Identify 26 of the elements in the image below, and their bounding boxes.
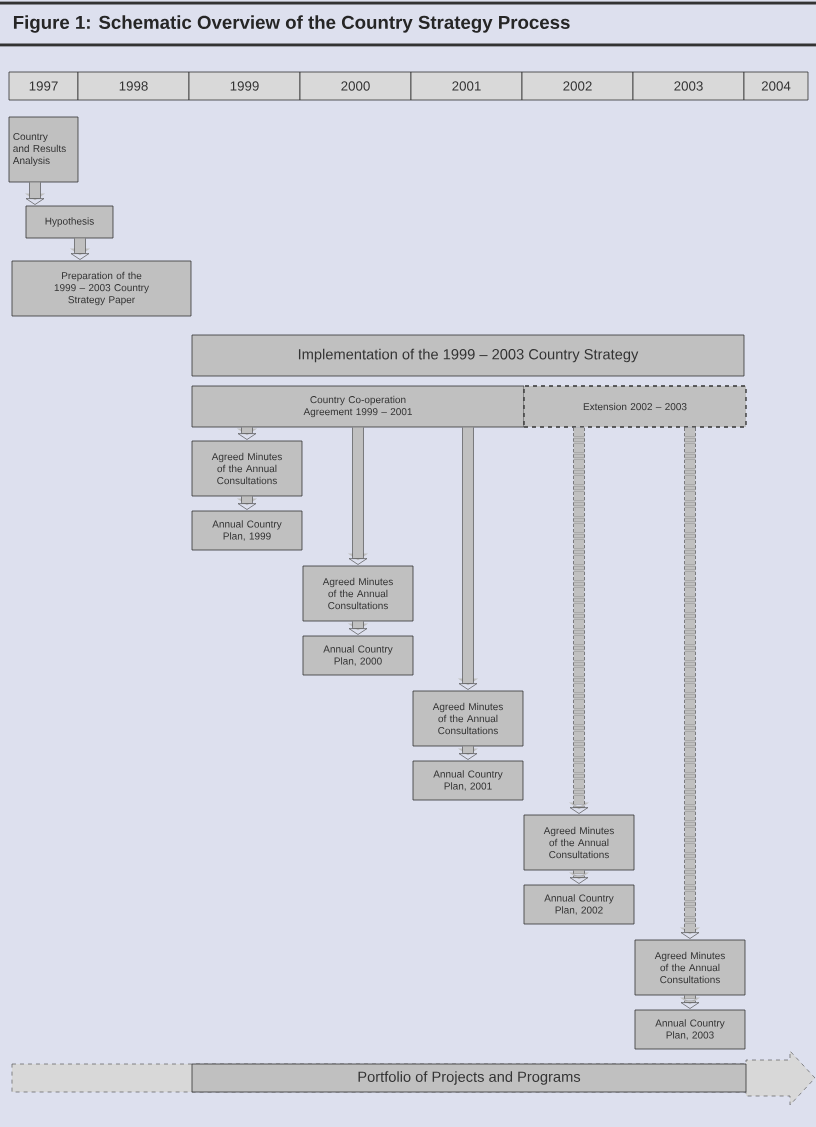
process-box: Agreed Minutes of the Annual Consultations [412,690,524,747]
year-cell: 2000 [299,71,412,101]
process-box: Agreed Minutes of the Annual Consultations [523,814,635,871]
year-cell: 1998 [77,71,190,101]
year-cell: 2003 [632,71,745,101]
year-cell: 2002 [521,71,634,101]
portfolio-bar: Portfolio of Projects and Programs [11,1050,816,1106]
phase-bar: Implementation of the 1999 – 2003 Country Strategy [191,334,745,377]
process-box: Hypothesis [25,205,114,239]
process-box: Country and Results Analysis [8,116,79,183]
process-box: Preparation of the 1999 – 2003 Country Strategy Paper [11,260,192,317]
year-cell: 1997 [8,71,79,101]
process-box: Agreed Minutes of the Annual Consultations [634,939,746,996]
figure-title: Figure 1: Schematic Overview of the Country Strategy Process [13,15,570,33]
phase-bar: Country Co-operation Agreement 1999 – 2001 [191,385,525,428]
year-cell: 2004 [743,71,809,101]
year-cell: 1999 [188,71,301,101]
process-box: Annual Country Plan, 2001 [412,760,524,801]
process-box: Annual Country Plan, 1999 [191,510,303,551]
phase-bar: Extension 2002 – 2003 [523,385,747,428]
process-box: Annual Country Plan, 2002 [523,884,635,925]
process-box: Agreed Minutes of the Annual Consultations [191,440,303,497]
year-cell: 2001 [410,71,523,101]
process-box: Annual Country Plan, 2003 [634,1009,746,1050]
process-box: Annual Country Plan, 2000 [302,635,414,676]
process-box: Agreed Minutes of the Annual Consultations [302,565,414,622]
